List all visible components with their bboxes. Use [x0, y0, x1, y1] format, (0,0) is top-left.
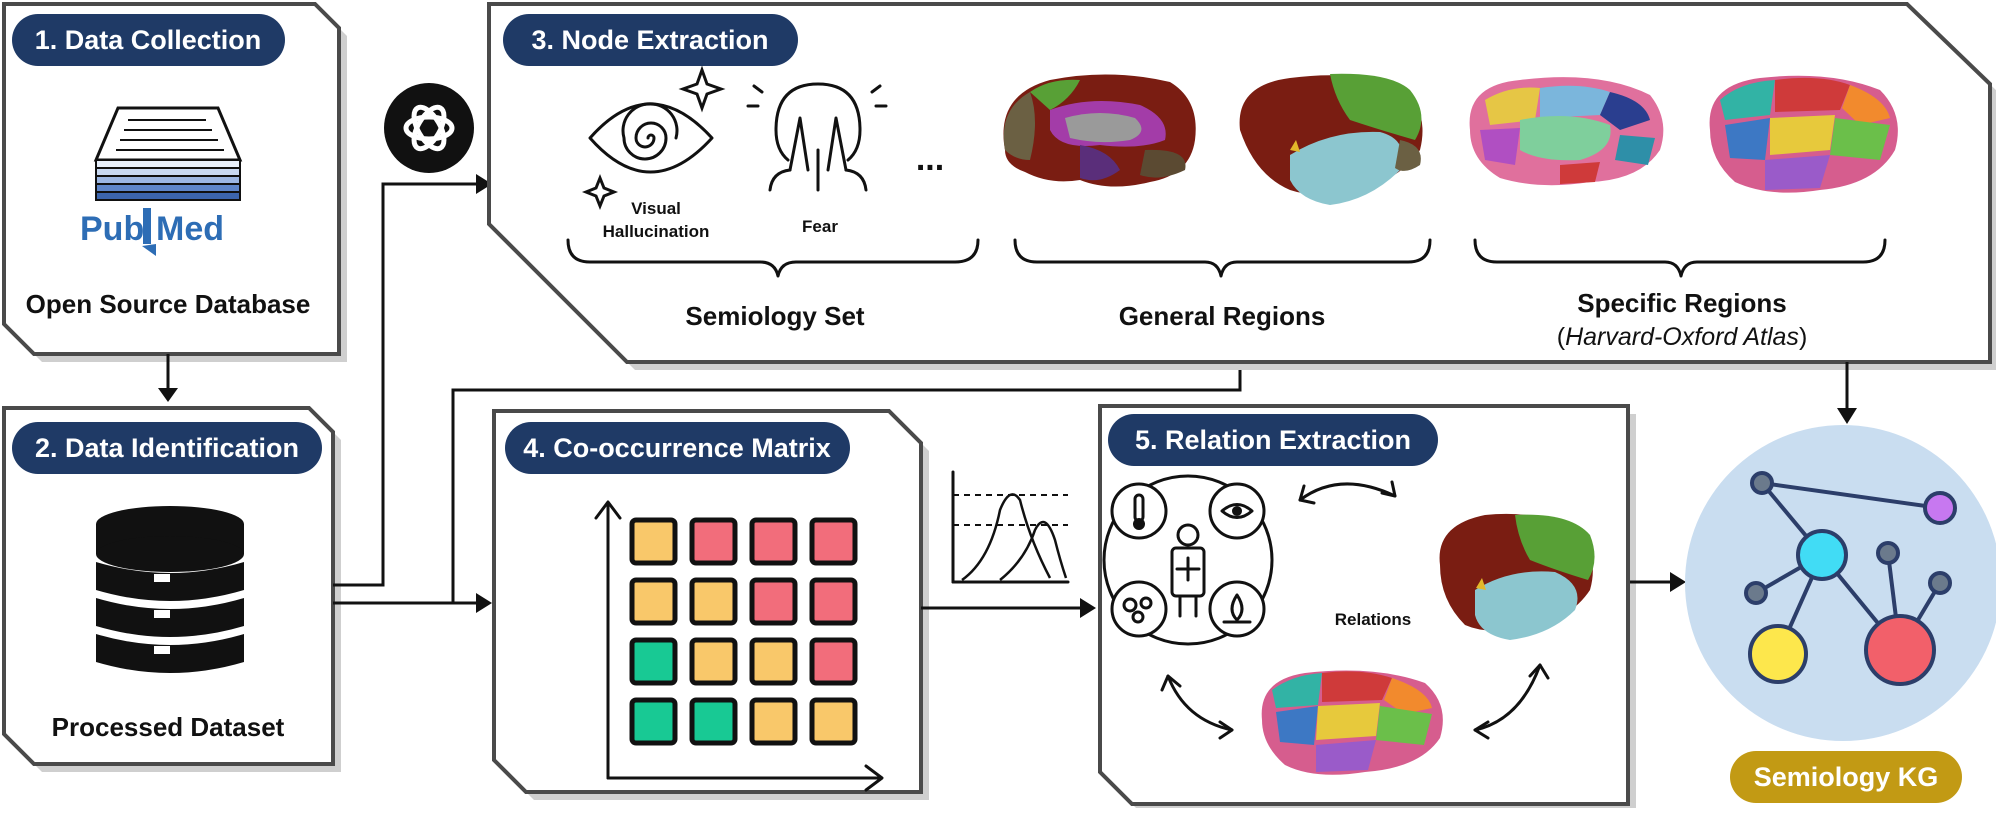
matrix-cell-red: [749, 517, 798, 566]
pubmed-logo-right: Med: [156, 210, 224, 248]
matrix-cell-yellow: [629, 517, 678, 566]
relation-arrow-left: [1166, 674, 1234, 732]
arrow-head: [476, 593, 492, 613]
brain-medial-view-image: [1003, 74, 1196, 187]
arrow-head: [476, 174, 492, 194]
pubmed-logo-left: Pub: [80, 210, 144, 248]
matrix-cell-green: [689, 697, 738, 746]
brain-lateral-view-image-2: [1439, 513, 1595, 640]
matrix-cell-yellow: [809, 697, 858, 746]
semiology-item-fear: Fear: [802, 217, 838, 236]
step5-title-pill: 5. Relation Extraction: [1108, 414, 1438, 466]
relations-label: Relations: [1335, 610, 1412, 629]
brain-atlas-lateral-image: [1709, 75, 1898, 193]
database-icon: [96, 506, 244, 673]
arrow-head: [158, 388, 178, 402]
step4-title: 4. Co-occurrence Matrix: [523, 433, 831, 463]
arrow-head: [1670, 572, 1686, 592]
step1-title: 1. Data Collection: [35, 25, 262, 55]
group-label-general: General Regions: [1119, 301, 1326, 331]
matrix-cell-yellow: [689, 577, 738, 626]
relation-arrow-right: [1473, 663, 1542, 732]
step5-title: 5. Relation Extraction: [1135, 425, 1411, 455]
brain-atlas-lateral-image-2: [1261, 670, 1443, 775]
step3-title: 3. Node Extraction: [531, 25, 768, 55]
matrix-axes: [594, 500, 884, 792]
step2-title-pill: 2. Data Identification: [12, 422, 322, 474]
medical-symptoms-icon: [1102, 474, 1274, 646]
matrix-cell-yellow: [689, 637, 738, 686]
group-label-semiology: Semiology Set: [685, 301, 864, 331]
matrix-cell-red: [809, 577, 858, 626]
brain-lateral-view-image: [1239, 73, 1423, 205]
matrix-cell-red: [809, 517, 858, 566]
semiology-item-visual: Visual: [631, 199, 681, 218]
matrix-cell-yellow: [749, 697, 798, 746]
kg-badge: Semiology KG: [1730, 751, 1962, 803]
co-occurrence-matrix: [629, 517, 858, 746]
matrix-cell-yellow: [749, 637, 798, 686]
step1-title-pill: 1. Data Collection: [12, 14, 285, 66]
pubmed-logo: Pub Med: [80, 208, 224, 256]
knowledge-graph-icon: [1744, 471, 1957, 686]
brace-specific: [1473, 238, 1887, 278]
group-label-specific: Specific Regions: [1577, 288, 1787, 318]
matrix-cell-green: [629, 697, 678, 746]
step2-title: 2. Data Identification: [35, 433, 299, 463]
arrow-head: [1080, 598, 1096, 618]
semiology-ellipsis: ...: [916, 140, 944, 178]
matrix-cell-red: [809, 637, 858, 686]
brain-atlas-medial-image: [1469, 77, 1664, 186]
step2-caption: Processed Dataset: [52, 712, 285, 742]
matrix-cell-green: [629, 637, 678, 686]
ai-logo-icon: [384, 83, 474, 173]
group-label-specific-sub: (Harvard-Oxford Atlas): [1557, 323, 1808, 351]
matrix-cell-red: [749, 577, 798, 626]
brace-semiology: [566, 238, 980, 278]
step4-title-pill: 4. Co-occurrence Matrix: [505, 422, 850, 474]
matrix-cell-red: [689, 517, 738, 566]
distribution-curves-icon: [951, 470, 1070, 584]
semiology-item-hallucination: Hallucination: [603, 222, 710, 241]
step3-title-pill: 3. Node Extraction: [503, 14, 798, 66]
brace-general: [1013, 238, 1432, 278]
fear-icon: [746, 82, 888, 192]
arrow-head: [1837, 408, 1857, 424]
kg-label: Semiology KG: [1754, 762, 1939, 792]
document-stack-icon: [93, 106, 243, 201]
visual-hallucination-icon: [581, 65, 726, 211]
relation-arrow-top: [1298, 482, 1397, 502]
step1-caption: Open Source Database: [26, 289, 311, 319]
matrix-cell-yellow: [629, 577, 678, 626]
